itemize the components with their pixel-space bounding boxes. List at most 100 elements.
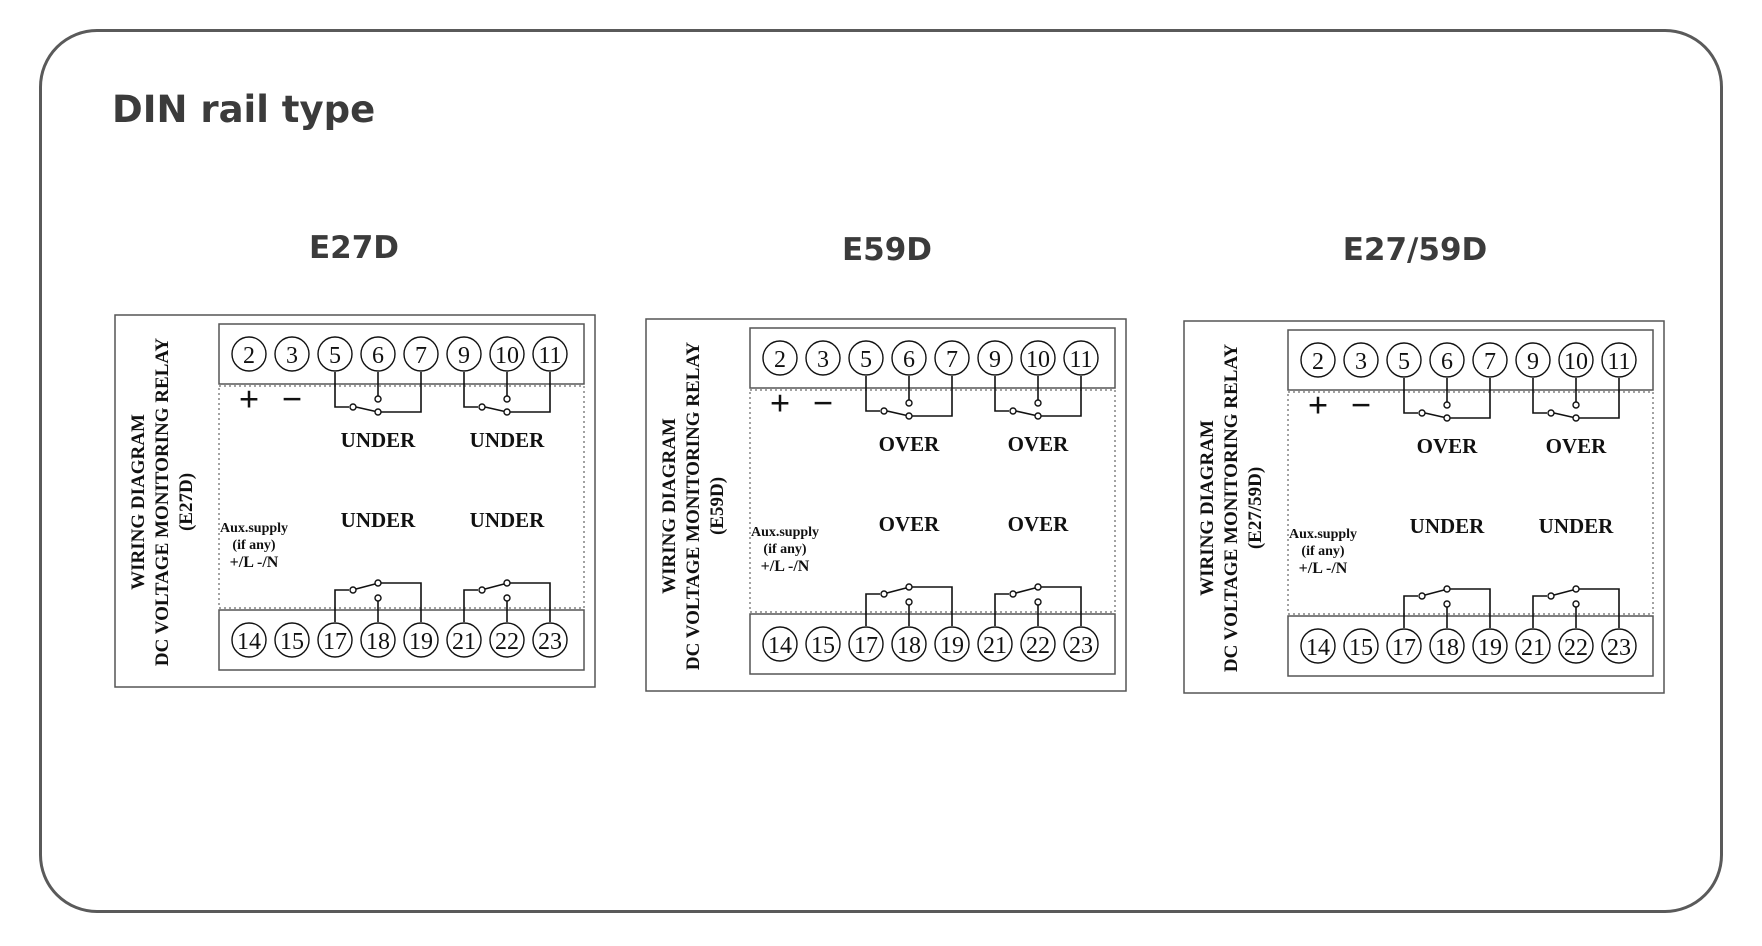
terminal-circle xyxy=(762,340,798,376)
terminal-label: 15 xyxy=(811,633,835,659)
contact-point xyxy=(1572,401,1580,409)
contact-point xyxy=(478,586,486,594)
terminal-circle xyxy=(403,336,439,372)
terminal-label: 18 xyxy=(366,629,390,655)
contact-point xyxy=(1572,414,1580,422)
aux-supply-label: Aux.supply xyxy=(220,521,288,536)
terminal-circle xyxy=(317,622,353,658)
switch-blade xyxy=(1553,589,1574,596)
relay-label-top-2: OVER xyxy=(1008,432,1070,456)
terminal-circle xyxy=(1386,342,1422,378)
terminal-label: 2 xyxy=(243,343,255,369)
terminal-label: 3 xyxy=(1355,349,1367,375)
terminal-circle xyxy=(489,622,525,658)
contact-point xyxy=(1418,409,1426,417)
terminal-circle xyxy=(1472,628,1508,664)
terminal-label: 15 xyxy=(280,629,304,655)
terminal-label: 22 xyxy=(1026,633,1050,659)
contact-point xyxy=(1443,585,1451,593)
contact-wire xyxy=(463,372,478,408)
terminal-circle xyxy=(934,626,970,662)
contact-point xyxy=(1009,407,1017,415)
terminal-label: 21 xyxy=(452,629,476,655)
terminal-block-top xyxy=(218,323,585,385)
terminal-circle xyxy=(1558,342,1594,378)
terminal-label: 5 xyxy=(329,343,341,369)
diagram-title-e59d: E59D xyxy=(841,232,933,268)
relay-body-outline xyxy=(749,389,1116,613)
terminal-label: 3 xyxy=(286,343,298,369)
contact-wire xyxy=(381,582,422,622)
terminal-label: 17 xyxy=(1392,635,1416,661)
relay-label-top-2: OVER xyxy=(1546,434,1608,458)
switch-blade xyxy=(1553,412,1577,419)
contact-wire xyxy=(912,376,953,417)
terminal-circle xyxy=(1601,628,1637,664)
plus-sign: + xyxy=(1308,385,1329,425)
contact-wire xyxy=(1579,588,1620,628)
terminal-circle xyxy=(317,336,353,372)
terminal-label: 18 xyxy=(1435,635,1459,661)
terminal-circle xyxy=(446,622,482,658)
side-label-model: (E27/59D) xyxy=(1245,467,1266,549)
contact-point xyxy=(905,412,913,420)
terminal-label: 11 xyxy=(1607,349,1630,375)
terminal-label: 9 xyxy=(458,343,470,369)
terminal-circle xyxy=(891,340,927,376)
contact-point xyxy=(905,399,913,407)
terminal-label: 14 xyxy=(768,633,792,659)
terminal-label: 10 xyxy=(1026,347,1050,373)
switch-blade xyxy=(1015,410,1039,417)
side-label-line2: DC VOLTAGE MONITORING RELAY xyxy=(1221,344,1242,672)
minus-sign: − xyxy=(813,383,834,423)
contact-point xyxy=(374,594,382,602)
contact-wire xyxy=(334,589,349,622)
aux-supply-polarity: +/L -/N xyxy=(230,554,279,571)
terminal-circle xyxy=(360,336,396,372)
terminal-label: 21 xyxy=(983,633,1007,659)
contact-wire xyxy=(334,372,349,408)
section-title: DIN rail type xyxy=(112,88,376,131)
relay-label-bottom-1: OVER xyxy=(879,512,941,536)
terminal-circle xyxy=(1300,628,1336,664)
relay-label-bottom-1: UNDER xyxy=(341,508,417,532)
contact-wire xyxy=(510,372,551,413)
side-label-line2: DC VOLTAGE MONITORING RELAY xyxy=(683,342,704,670)
terminal-label: 18 xyxy=(897,633,921,659)
switch-blade xyxy=(1424,412,1448,419)
terminal-circle xyxy=(360,622,396,658)
terminal-label: 2 xyxy=(1312,349,1324,375)
contact-point xyxy=(1572,585,1580,593)
minus-sign: − xyxy=(282,379,303,419)
contact-wire xyxy=(994,593,1009,626)
terminal-label: 6 xyxy=(372,343,384,369)
terminal-label: 9 xyxy=(1527,349,1539,375)
contact-point xyxy=(1034,583,1042,591)
terminal-label: 3 xyxy=(817,347,829,373)
switch-blade xyxy=(1424,589,1445,596)
relay-label-bottom-2: UNDER xyxy=(470,508,546,532)
terminal-label: 9 xyxy=(989,347,1001,373)
terminal-label: 21 xyxy=(1521,635,1545,661)
terminal-circle xyxy=(805,340,841,376)
terminal-block-bottom xyxy=(1287,615,1654,677)
contact-point xyxy=(1443,414,1451,422)
contact-point xyxy=(503,395,511,403)
relay-body-outline xyxy=(1287,391,1654,615)
terminal-circle xyxy=(1020,626,1056,662)
terminal-circle xyxy=(1429,628,1465,664)
contact-point xyxy=(349,403,357,411)
contact-wire xyxy=(463,589,478,622)
terminal-circle xyxy=(1343,342,1379,378)
terminal-circle xyxy=(1386,628,1422,664)
terminal-circle xyxy=(274,622,310,658)
terminal-circle xyxy=(489,336,525,372)
relay-label-top-1: OVER xyxy=(879,432,941,456)
contact-wire xyxy=(1532,595,1547,628)
contact-point xyxy=(349,586,357,594)
terminal-circle xyxy=(1429,342,1465,378)
terminal-label: 2 xyxy=(774,347,786,373)
terminal-block-top xyxy=(1287,329,1654,391)
